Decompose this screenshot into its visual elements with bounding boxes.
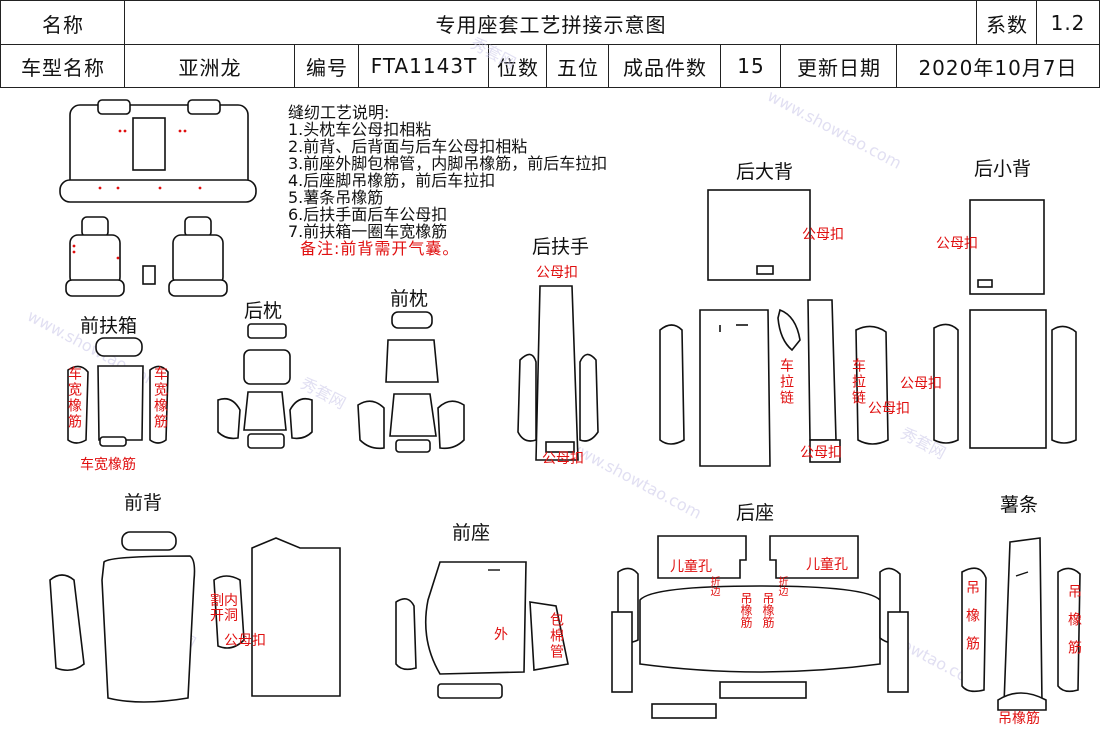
front-headrest-pieces	[357, 311, 465, 453]
date-label: 更新日期	[780, 44, 898, 88]
fold-edge-note-right: 折边	[776, 576, 787, 596]
rear-seat-pieces	[611, 535, 909, 719]
sewing-notes: 缝纫工艺说明: 1.头枕车公母扣相粘 2.前背、后背面与后车公母扣相粘 3.前座…	[288, 104, 607, 257]
note-item: 7.前扶箱一圈车宽橡筋	[288, 222, 448, 241]
model-label: 车型名称	[0, 44, 126, 88]
wide-elastic-note-right: 车宽橡筋	[152, 366, 168, 430]
coef-label: 系数	[976, 0, 1038, 46]
section-rear-big-back: 后大背	[736, 161, 794, 183]
notes-remark: 备注:前背需开气囊。	[300, 239, 460, 258]
name-label: 名称	[0, 0, 126, 46]
section-front-seat: 前座	[452, 522, 491, 544]
notes-title: 缝纫工艺说明:	[288, 103, 390, 122]
snap-note-rear-big-back: 公母扣	[802, 227, 844, 243]
rear-headrest-pieces	[217, 323, 313, 449]
hang-elastic-note-rear-right: 吊橡筋	[761, 592, 775, 628]
note-item: 2.前背、后背面与后车公母扣相粘	[288, 137, 528, 156]
hang-elastic-note-fries-right: 吊橡筋	[1066, 584, 1082, 668]
section-front-headrest: 前枕	[390, 288, 429, 310]
section-front-armrest-box: 前扶箱	[80, 315, 138, 337]
rear-seat-overview	[59, 99, 257, 203]
model-value: 亚洲龙	[124, 44, 296, 88]
hang-elastic-note-rear-left: 吊橡筋	[739, 592, 753, 628]
fries-pieces	[961, 537, 1081, 711]
section-front-back: 前背	[124, 492, 163, 514]
front-back-pieces	[49, 531, 341, 703]
header-table: 名称 专用座套工艺拼接示意图 系数 1.2 车型名称 亚洲龙 编号 FTA114…	[0, 0, 1100, 88]
wide-elastic-note-bottom: 车宽橡筋	[80, 457, 136, 473]
note-item: 6.后扶手面后车公母扣	[288, 205, 448, 224]
note-item: 4.后座脚吊橡筋，前后车拉扣	[288, 171, 496, 190]
note-item: 1.头枕车公母扣相粘	[288, 120, 432, 139]
child-hole-note-right: 儿童孔	[806, 557, 848, 573]
hang-elastic-note-fries-bottom: 吊橡筋	[998, 711, 1040, 727]
seats-label: 位数	[488, 44, 548, 88]
section-rear-seat: 后座	[736, 502, 775, 524]
front-seat-overview	[65, 216, 228, 297]
front-armrest-box-pieces	[67, 337, 169, 447]
zipper-note-left: 车拉链	[778, 358, 794, 406]
snap-note-right-1: 公母扣	[900, 376, 942, 392]
fold-edge-note-left: 折边	[708, 576, 719, 596]
section-rear-headrest: 后枕	[244, 300, 283, 322]
front-seat-pieces	[395, 561, 569, 699]
zipper-note-right: 车拉链	[850, 358, 866, 406]
snap-note-rear-small-back: 公母扣	[936, 236, 978, 252]
section-fries: 薯条	[1000, 494, 1039, 516]
hang-elastic-note-fries-left: 吊橡筋	[964, 580, 980, 664]
inner-open-hole-note: 割内开洞	[210, 593, 238, 624]
section-rear-armrest: 后扶手	[532, 236, 590, 258]
seats-value: 五位	[546, 44, 610, 88]
code-value: FTA1143T	[358, 44, 490, 88]
child-hole-note-left: 儿童孔	[670, 559, 712, 575]
rear-armrest-pieces	[517, 285, 599, 461]
wide-elastic-note-left: 车宽橡筋	[66, 366, 82, 430]
snap-note-rear-armrest-bottom: 公母扣	[542, 451, 584, 467]
outer-note: 外	[494, 627, 508, 643]
snap-note-rear-armrest-top: 公母扣	[536, 265, 578, 281]
rear-big-back-pieces	[659, 189, 889, 467]
note-item: 3.前座外脚包棉管，内脚吊橡筋，前后车拉扣	[288, 154, 608, 173]
wrap-cotton-tube-note: 包棉管	[548, 612, 564, 660]
code-label: 编号	[294, 44, 360, 88]
snap-note-front-back: 公母扣	[224, 633, 266, 649]
section-rear-small-back: 后小背	[974, 158, 1032, 180]
note-item: 5.薯条吊橡筋	[288, 188, 384, 207]
rear-small-back-pieces	[933, 199, 1077, 449]
snap-note-rear-big-back-bottom: 公母扣	[800, 445, 842, 461]
coef-value: 1.2	[1036, 0, 1100, 46]
snap-note-right-2: 公母扣	[868, 401, 910, 417]
date-value: 2020年10月7日	[896, 44, 1100, 88]
